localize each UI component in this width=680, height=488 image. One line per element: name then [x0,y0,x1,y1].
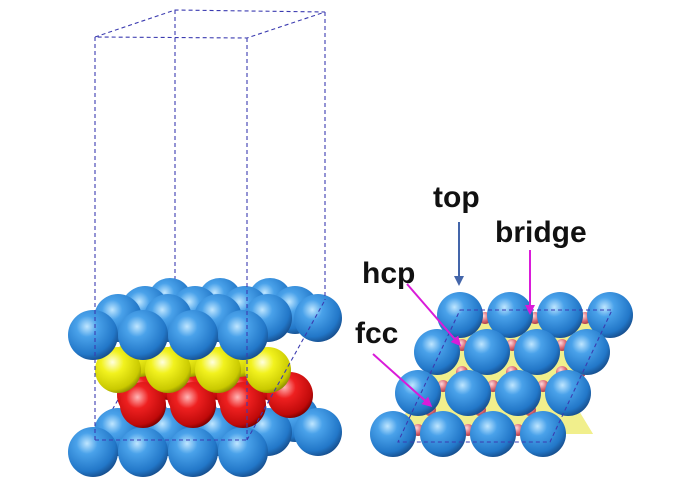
surface-atom [370,411,416,457]
red-atom [220,382,266,428]
blue-atom [68,427,118,477]
surface-atom [495,370,541,416]
blue-atom [218,427,268,477]
arrow-fcc [372,353,433,408]
slab-side-view [68,9,342,477]
red-atom [170,382,216,428]
surface-atom [537,292,583,338]
surface-atom [445,370,491,416]
surface-atom [564,329,610,375]
label-fcc: fcc [355,317,398,350]
surface-atom [487,292,533,338]
surface-atoms [370,292,633,457]
surface-atom [470,411,516,457]
cell-front-edges [94,9,326,441]
surface-atom [464,329,510,375]
surface-atom [437,292,483,338]
blue-atom [218,310,268,360]
blue-atom [118,310,168,360]
blue-atom [168,427,218,477]
surface-atom [520,411,566,457]
label-top: top [433,181,480,214]
surface-atom [420,411,466,457]
blue-atom [294,294,342,342]
blue-atom [294,408,342,456]
label-bridge: bridge [495,216,587,249]
yellow-atom [195,347,241,393]
blue-atom [68,310,118,360]
slab-atoms [68,278,342,477]
arrow-hcp [406,283,461,347]
surface-atom [414,329,460,375]
yellow-atom [145,347,191,393]
yellow-atom [95,347,141,393]
blue-atom [118,427,168,477]
surface-top-view: top bridge hcp fcc [355,181,633,457]
blue-atom [168,310,218,360]
red-atom [120,382,166,428]
surface-cell-edges [397,309,613,443]
surface-atom [514,329,560,375]
surface-atom [545,370,591,416]
